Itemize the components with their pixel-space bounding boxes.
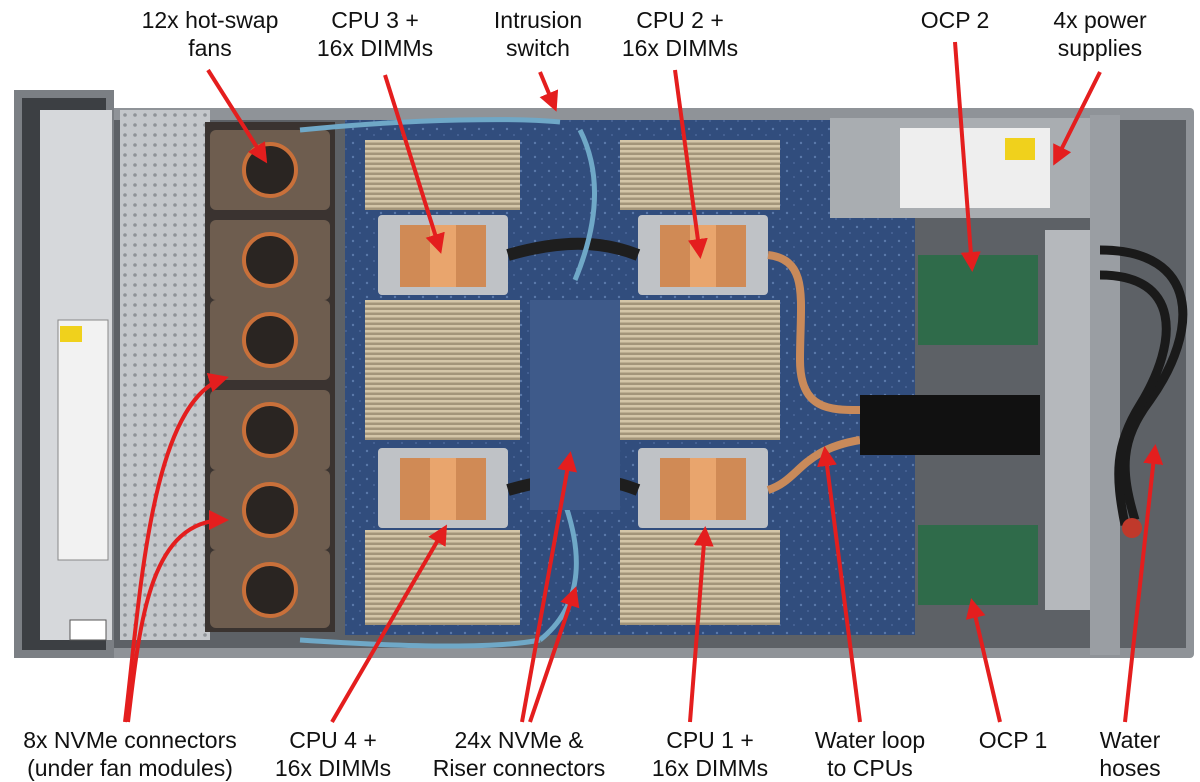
cpu4-coldplate bbox=[378, 448, 508, 528]
label-nvme24: 24x NVMe &Riser connectors bbox=[432, 727, 606, 781]
label-ocp1: OCP 1 bbox=[978, 727, 1048, 753]
arrow-cpu4 bbox=[330, 524, 448, 724]
riser-bracket bbox=[1045, 230, 1095, 610]
ocp1-card bbox=[918, 525, 1038, 605]
label-cpu2: CPU 2 +16x DIMMs bbox=[621, 7, 739, 61]
callout-arrows bbox=[123, 41, 1164, 724]
label-cpu1: CPU 1 +16x DIMMs bbox=[651, 727, 769, 781]
arrow-ocp1 bbox=[965, 598, 1002, 723]
power-supplies bbox=[830, 118, 1090, 218]
arrow-nvme24-b bbox=[528, 586, 580, 723]
cpu3-coldplate bbox=[378, 215, 508, 295]
fan-module-row bbox=[210, 130, 330, 628]
arrow-nvme8-a bbox=[123, 372, 229, 723]
riser-connector-area bbox=[530, 300, 620, 510]
arrow-cpu1 bbox=[688, 526, 714, 723]
arrow-intrusion bbox=[538, 71, 559, 112]
arrow-hoses bbox=[1123, 444, 1164, 723]
dimm-bank-cpu2-bottom bbox=[620, 300, 780, 440]
label-cpu4: CPU 4 +16x DIMMs bbox=[274, 727, 392, 781]
hose-coupling bbox=[1122, 518, 1142, 538]
arrow-fans bbox=[206, 68, 268, 164]
arrow-cpu3 bbox=[383, 74, 445, 254]
label-nvme8: 8x NVMe connectors(under fan modules) bbox=[23, 727, 237, 781]
arrow-psu bbox=[1053, 71, 1102, 166]
dimm-bank-cpu3-top bbox=[365, 140, 520, 210]
label-cpu3: CPU 3 +16x DIMMs bbox=[316, 7, 434, 61]
water-hoses bbox=[1099, 245, 1188, 526]
ocp2-card bbox=[918, 255, 1038, 345]
water-loop-tubes bbox=[506, 237, 1040, 496]
arrow-nvme24-a bbox=[520, 451, 578, 723]
dimm-bank-cpu3-bottom bbox=[365, 300, 520, 440]
arrow-nvme8-b bbox=[126, 510, 229, 723]
label-ocp2: OCP 2 bbox=[920, 7, 990, 33]
dimm-bank-cpu4-bottom bbox=[365, 530, 520, 625]
arrow-cpu2 bbox=[673, 69, 708, 259]
arrow-waterloop bbox=[817, 446, 862, 723]
dimm-banks bbox=[365, 140, 780, 625]
cpu1-coldplate bbox=[638, 448, 768, 528]
dimm-bank-cpu2-top bbox=[620, 140, 780, 210]
arrow-ocp2 bbox=[953, 41, 981, 272]
cpu2-coldplate bbox=[638, 215, 768, 295]
